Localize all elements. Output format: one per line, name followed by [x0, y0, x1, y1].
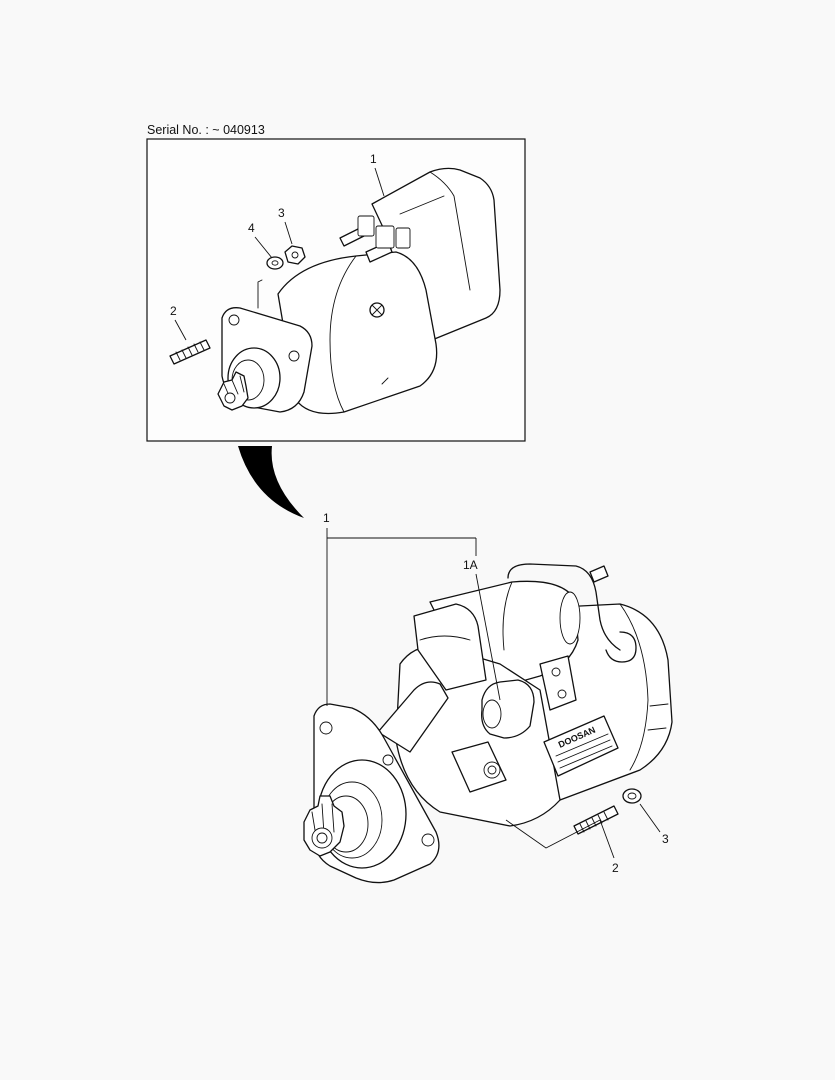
callouts-top: 1 2 3 4 — [170, 152, 385, 341]
nut-bottom — [622, 788, 642, 804]
starter-motor-top — [217, 167, 501, 415]
stud-bottom — [573, 805, 619, 835]
washer-top — [266, 256, 284, 270]
callout-4-top: 4 — [248, 221, 255, 235]
stud-top — [169, 339, 211, 365]
callout-2-bottom: 2 — [612, 861, 619, 875]
callout-3-bottom: 3 — [662, 832, 669, 846]
callout-1a-bottom: 1A — [463, 558, 478, 572]
callouts-bottom: 1 1A 2 3 — [323, 511, 669, 875]
nameplate: DOOSAN — [543, 715, 619, 777]
nut-top — [284, 245, 306, 265]
callout-1-bottom: 1 — [323, 511, 330, 525]
starter-motor-bottom: DOOSAN — [303, 563, 673, 884]
callout-3-top: 3 — [278, 206, 285, 220]
callout-2-top: 2 — [170, 304, 177, 318]
callout-1-top: 1 — [370, 152, 377, 166]
serial-number-label: Serial No. : ~ 040913 — [147, 123, 265, 137]
curved-arrow-icon — [238, 446, 304, 518]
